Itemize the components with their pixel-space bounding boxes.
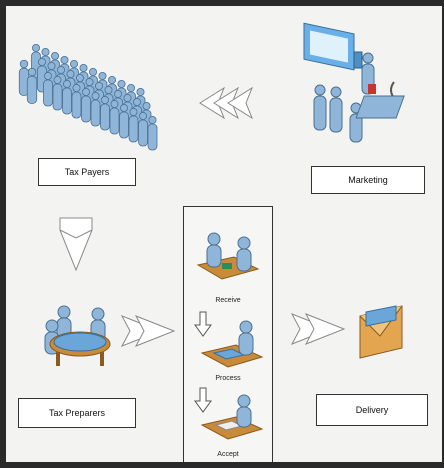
receive-meeting-icon [196, 232, 260, 280]
arrow-down-receive-to-process [194, 311, 212, 337]
node-tax-preparers-label: Tax Preparers [48, 408, 106, 418]
accept-signing-icon [200, 394, 264, 440]
workflow-diagram: Tax Payers Marketing Tax Preparers [6, 6, 442, 462]
crowd-of-people-icon [18, 44, 158, 151]
node-delivery: Delivery [316, 394, 428, 426]
envelope-icon [359, 305, 403, 359]
arrow-right-process-to-delivery [290, 313, 346, 345]
arrow-down-taxpayers-to-preparers [59, 217, 93, 272]
process-steps-column: Receive Process Accept [183, 206, 273, 462]
step-receive-label: Receive [215, 297, 241, 304]
node-tax-preparers: Tax Preparers [18, 398, 136, 428]
marketing-people-presentation-icon [303, 22, 405, 143]
arrow-down-process-to-accept [194, 387, 212, 413]
team-around-table-icon [44, 305, 111, 366]
step-process-label: Process [215, 375, 241, 382]
arrow-left-marketing-to-taxpayers [199, 86, 254, 120]
node-marketing-label: Marketing [348, 175, 388, 185]
step-accept-label: Accept [217, 451, 239, 458]
node-tax-payers: Tax Payers [38, 158, 136, 186]
process-documents-icon [200, 320, 264, 368]
node-delivery-label: Delivery [355, 405, 389, 415]
arrow-right-preparers-to-process [120, 315, 176, 347]
node-tax-payers-label: Tax Payers [64, 167, 110, 177]
node-marketing: Marketing [311, 166, 425, 194]
